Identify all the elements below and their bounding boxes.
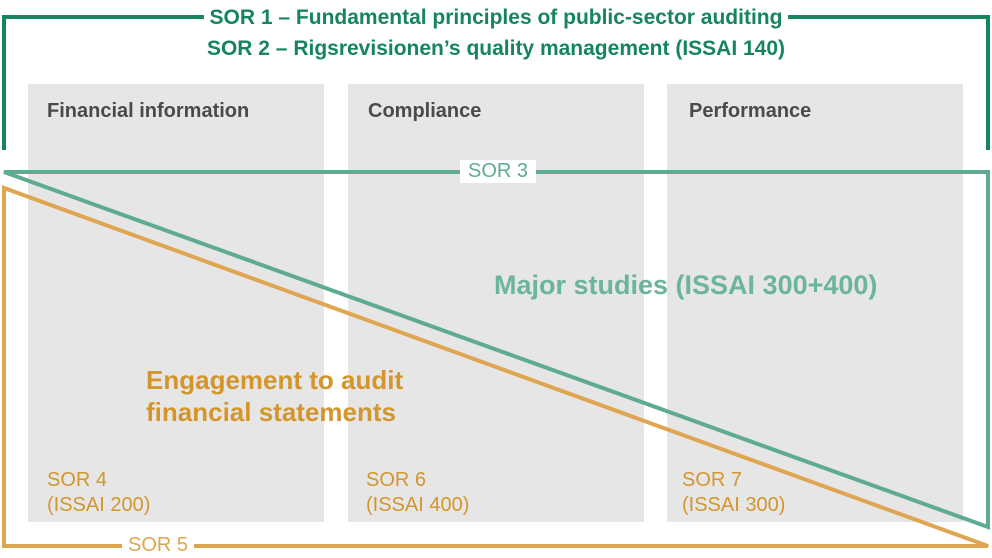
sor7-label: SOR 7 bbox=[682, 469, 743, 491]
sor2-header-text: SOR 2 – Rigsrevisionen’s quality managem… bbox=[200, 37, 792, 60]
engagement-label-line2: financial statements bbox=[146, 397, 396, 427]
sor5-label: SOR 5 bbox=[122, 534, 195, 557]
sor4-issai: (ISSAI 200) bbox=[47, 494, 151, 516]
sor1-header-text: SOR 1 – Fundamental principles of public… bbox=[203, 6, 789, 29]
sor1-header: SOR 1 – Fundamental principles of public… bbox=[0, 5, 992, 31]
engagement-label-line1: Engagement to audit bbox=[146, 365, 404, 395]
sor6-issai: (ISSAI 400) bbox=[366, 494, 470, 516]
column-performance-bg bbox=[667, 84, 963, 522]
sor4-label: SOR 4 bbox=[47, 469, 108, 491]
sor7-issai: (ISSAI 300) bbox=[682, 494, 786, 516]
sor5-triangle bbox=[2, 185, 989, 548]
column-title-compliance: Compliance bbox=[368, 100, 482, 122]
sor2-header: SOR 2 – Rigsrevisionen’s quality managem… bbox=[0, 36, 992, 62]
column-title-financial: Financial information bbox=[47, 100, 250, 122]
major-studies-label: Major studies (ISSAI 300+400) bbox=[494, 270, 878, 300]
sor3-label: SOR 3 bbox=[460, 160, 537, 183]
column-compliance-bg bbox=[348, 84, 644, 522]
column-title-performance: Performance bbox=[689, 100, 812, 122]
sor6-label: SOR 6 bbox=[366, 469, 427, 491]
column-financial-bg bbox=[28, 84, 324, 522]
